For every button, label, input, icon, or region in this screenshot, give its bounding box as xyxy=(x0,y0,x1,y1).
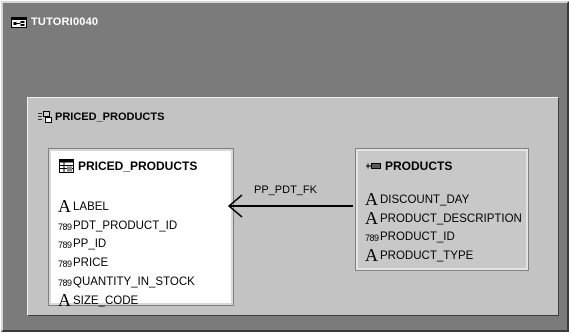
number-type-icon: 789 xyxy=(58,277,72,288)
attribute-row[interactable]: A SIZE_CODE xyxy=(58,289,195,310)
attribute-row[interactable]: A PRODUCT_DESCRIPTION xyxy=(365,207,522,228)
entity-title: PRICED_PRODUCTS xyxy=(78,159,198,173)
number-type-icon: 789 xyxy=(58,221,72,232)
attribute-row[interactable]: 789 PRODUCT_ID xyxy=(365,226,522,245)
attribute-list: A LABEL 789 PDT_PRODUCT_ID 789 PP_ID 789… xyxy=(58,195,195,310)
attribute-row[interactable]: A PRODUCT_TYPE xyxy=(365,244,522,266)
table-grid-icon xyxy=(59,159,74,173)
attribute-name: PP_ID xyxy=(73,238,107,251)
group-title: PRICED_PRODUCTS xyxy=(55,111,165,123)
window-title: TUTORI0040 xyxy=(31,16,99,28)
attribute-name: PDT_PRODUCT_ID xyxy=(73,219,178,232)
attribute-row[interactable]: A DISCOUNT_DAY xyxy=(365,188,522,209)
entity-products[interactable]: PRODUCTS A DISCOUNT_DAY A PRODUCT_DESCRI… xyxy=(355,148,529,271)
attribute-name: PRODUCT_TYPE xyxy=(380,250,474,263)
entity-header: PRODUCTS xyxy=(366,159,452,173)
attribute-list: A DISCOUNT_DAY A PRODUCT_DESCRIPTION 789… xyxy=(365,188,522,266)
table-group-icon xyxy=(38,110,52,124)
string-type-icon: A xyxy=(58,289,71,310)
number-type-icon: 789 xyxy=(365,233,379,244)
attribute-name: LABEL xyxy=(73,200,109,213)
attribute-name: SIZE_CODE xyxy=(73,294,139,307)
number-type-icon: 789 xyxy=(58,259,72,270)
number-type-icon: 789 xyxy=(58,240,72,251)
string-type-icon: A xyxy=(365,245,378,266)
table-group[interactable]: PRICED_PRODUCTS PRICED_PRODUCTS xyxy=(27,97,559,316)
window-title-bar: TUTORI0040 xyxy=(11,14,98,30)
attribute-name: QUANTITY_IN_STOCK xyxy=(73,275,195,288)
string-type-icon: A xyxy=(365,188,378,209)
attribute-row[interactable]: 789 QUANTITY_IN_STOCK xyxy=(58,270,195,289)
attribute-name: PRODUCT_DESCRIPTION xyxy=(380,212,522,225)
entity-priced-products[interactable]: PRICED_PRODUCTS A LABEL 789 PDT_PRODUCT_… xyxy=(48,148,234,310)
entity-title: PRODUCTS xyxy=(385,159,453,173)
string-type-icon: A xyxy=(58,195,71,216)
attribute-name: PRODUCT_ID xyxy=(380,231,455,244)
diagram-window-icon xyxy=(11,16,27,28)
view-key-icon xyxy=(366,161,381,171)
attribute-row[interactable]: 789 PRICE xyxy=(58,251,195,270)
relationship-label[interactable]: PP_PDT_FK xyxy=(254,184,317,196)
string-type-icon: A xyxy=(365,207,378,228)
attribute-name: PRICE xyxy=(73,257,109,270)
attribute-row[interactable]: 789 PP_ID xyxy=(58,233,195,252)
entity-header: PRICED_PRODUCTS xyxy=(59,159,197,173)
group-header: PRICED_PRODUCTS xyxy=(38,110,164,124)
attribute-name: DISCOUNT_DAY xyxy=(380,193,470,206)
attribute-row[interactable]: A LABEL xyxy=(58,195,195,216)
attribute-row[interactable]: 789 PDT_PRODUCT_ID xyxy=(58,214,195,233)
